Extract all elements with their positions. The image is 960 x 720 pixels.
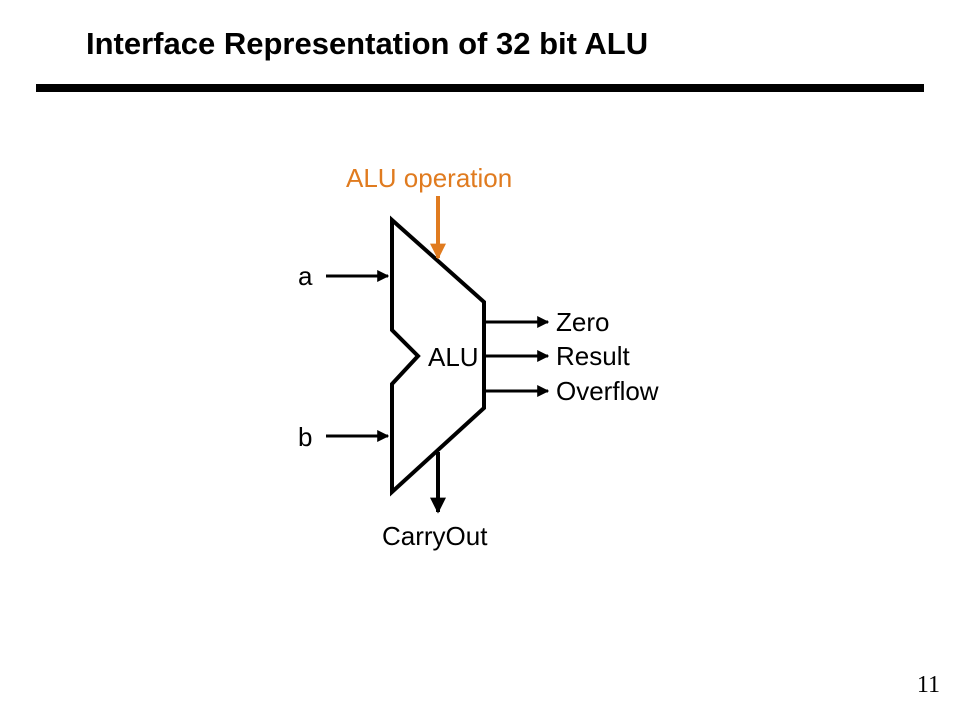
alu-operation-label: ALU operation — [346, 163, 512, 193]
title-rule — [36, 84, 924, 92]
input-b-label: b — [298, 422, 312, 452]
output-overflow-label: Overflow — [556, 376, 659, 406]
output-zero-label: Zero — [556, 307, 609, 337]
slide-title: Interface Representation of 32 bit ALU — [86, 26, 649, 61]
alu-label: ALU — [428, 342, 479, 372]
input-a-label: a — [298, 261, 313, 291]
carry-out-label: CarryOut — [382, 521, 488, 551]
output-result-label: Result — [556, 341, 630, 371]
alu-body-shape — [390, 215, 486, 497]
page-number: 11 — [916, 672, 940, 698]
